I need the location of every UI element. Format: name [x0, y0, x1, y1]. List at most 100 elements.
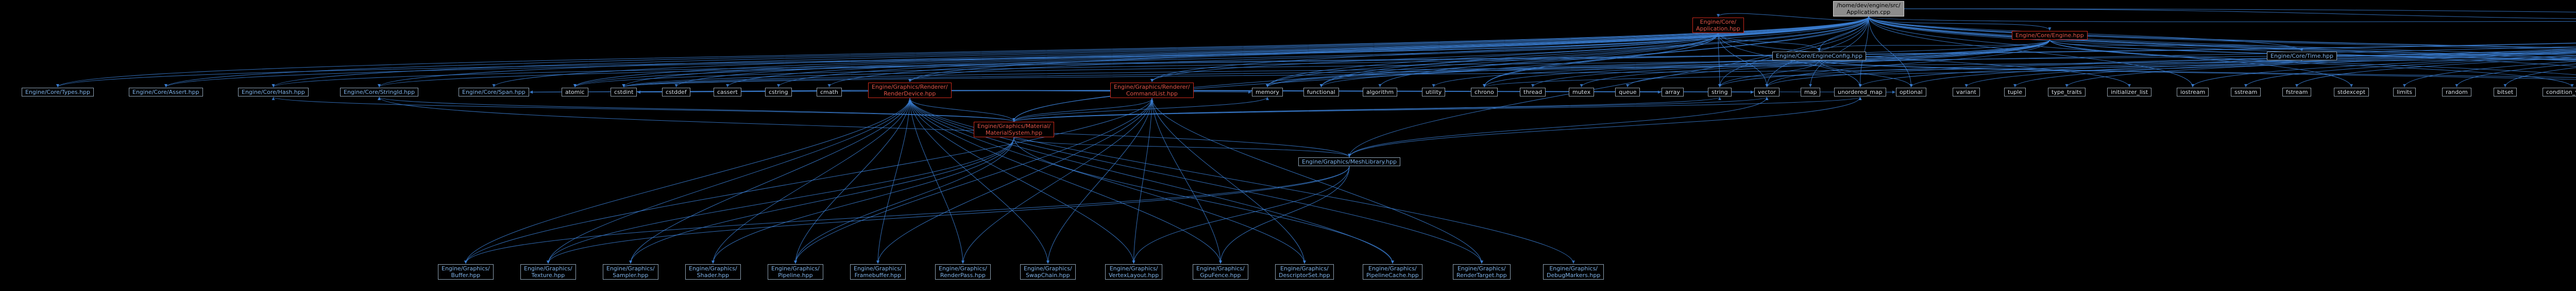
graph-node-map[interactable]: map — [1801, 88, 1821, 96]
graph-node-fstream[interactable]: fstream — [2282, 88, 2312, 96]
graph-node-t_span[interactable]: Engine/Core/Span.hpp — [459, 88, 529, 96]
graph-node-b7[interactable]: Engine/Graphics/RenderPass.hpp — [935, 264, 991, 280]
include-edge — [1266, 39, 2050, 88]
include-edge — [1151, 98, 1222, 264]
include-edge — [378, 96, 1014, 122]
graph-node-meshlib[interactable]: Engine/Graphics/MeshLibrary.hpp — [1298, 157, 1400, 166]
graph-node-config[interactable]: Engine/Core/EngineConfig.hpp — [1772, 52, 1866, 60]
graph-node-queue[interactable]: queue — [1615, 88, 1640, 96]
graph-node-stdexcept[interactable]: stdexcept — [2334, 88, 2369, 96]
graph-node-t_assert[interactable]: Engine/Core/Assert.hpp — [129, 88, 203, 96]
include-edge — [622, 60, 1820, 88]
graph-node-b5[interactable]: Engine/Graphics/Pipeline.hpp — [768, 264, 823, 280]
graph-node-sstream[interactable]: sstream — [2231, 88, 2261, 96]
include-edge — [2013, 52, 2576, 88]
graph-node-engine[interactable]: Engine/Core/Engine.hpp — [2012, 31, 2088, 40]
include-edge — [622, 53, 2576, 88]
graph-node-iostream[interactable]: iostream — [2177, 88, 2209, 96]
graph-node-app[interactable]: Engine/Core/Application.hpp — [1692, 18, 1744, 33]
include-edge — [909, 98, 1136, 264]
graph-node-traits[interactable]: type_traits — [2048, 88, 2086, 96]
include-edge — [1378, 33, 1719, 88]
graph-node-b9[interactable]: Engine/Graphics/VertexLayout.hpp — [1105, 264, 1163, 280]
include-edge — [464, 98, 1153, 264]
include-edge — [1868, 16, 2576, 22]
include-edge — [1013, 98, 1154, 122]
graph-node-b4[interactable]: Engine/Graphics/Shader.hpp — [685, 264, 741, 280]
include-edge — [1718, 33, 1821, 52]
graph-node-t_strid[interactable]: Engine/Core/StringId.hpp — [340, 88, 419, 96]
graph-node-matsys[interactable]: Engine/Graphics/Material/MaterialSystem.… — [974, 122, 1055, 137]
include-edge — [56, 16, 1869, 88]
graph-node-utility[interactable]: utility — [1422, 88, 1446, 96]
graph-node-condvar[interactable]: condition_variable — [2543, 88, 2576, 96]
graph-node-cmdlist[interactable]: Engine/Graphics/Renderer/CommandList.hpp — [1110, 83, 1194, 98]
graph-node-cstddef[interactable]: cstddef — [662, 88, 690, 96]
graph-node-optional[interactable]: optional — [1896, 88, 1926, 96]
graph-node-random[interactable]: random — [2442, 88, 2471, 96]
include-edge — [1483, 16, 1869, 88]
graph-node-time[interactable]: Engine/Core/Time.hpp — [2267, 52, 2337, 60]
include-edge — [909, 98, 1575, 264]
include-edge — [794, 137, 1014, 264]
graph-node-b6[interactable]: Engine/Graphics/Framebuffer.hpp — [850, 264, 906, 280]
graph-node-functional[interactable]: functional — [1303, 88, 1339, 96]
graph-node-chrono[interactable]: chrono — [1471, 88, 1498, 96]
include-edge — [1132, 98, 1153, 264]
graph-node-umap[interactable]: unordered_map — [1834, 88, 1886, 96]
graph-node-cassert[interactable]: cassert — [714, 88, 741, 96]
graph-node-vector[interactable]: vector — [1754, 88, 1780, 96]
include-edge — [2503, 67, 2576, 88]
include-edge — [2295, 57, 2576, 88]
include-edge — [909, 98, 1394, 264]
graph-node-algorithm[interactable]: algorithm — [1363, 88, 1398, 96]
graph-node-bitset[interactable]: bitset — [2494, 88, 2517, 96]
include-edge — [1819, 60, 1913, 88]
include-edge — [378, 16, 1869, 88]
graph-node-thread[interactable]: thread — [1520, 88, 1546, 96]
include-edge — [908, 98, 1014, 122]
graph-node-string[interactable]: string — [1708, 88, 1732, 96]
graph-node-b14[interactable]: Engine/Graphics/DebugMarkers.hpp — [1543, 264, 1604, 280]
include-edge — [909, 98, 1049, 264]
graph-node-mutex[interactable]: mutex — [1569, 88, 1595, 96]
include-edge — [1151, 98, 1306, 264]
graph-node-variant[interactable]: variant — [1953, 88, 1980, 96]
include-edge — [1868, 16, 2576, 56]
graph-node-b12[interactable]: Engine/Graphics/PipelineCache.hpp — [1363, 264, 1422, 280]
graph-node-b11[interactable]: Engine/Graphics/DescriptorSet.hpp — [1275, 264, 1334, 280]
include-edge — [164, 16, 1869, 88]
graph-node-b3[interactable]: Engine/Graphics/Sampler.hpp — [603, 264, 658, 280]
include-edge — [1432, 39, 2050, 88]
include-edge — [56, 33, 1719, 88]
graph-node-b1[interactable]: Engine/Graphics/Buffer.hpp — [438, 264, 494, 280]
graph-node-limits[interactable]: limits — [2393, 88, 2416, 96]
include-edge — [1219, 166, 1350, 264]
graph-node-array[interactable]: array — [1662, 88, 1684, 96]
include-edge — [2049, 39, 2576, 75]
graph-node-tuple[interactable]: tuple — [2004, 88, 2026, 96]
graph-node-t_types[interactable]: Engine/Core/Types.hpp — [22, 88, 94, 96]
graph-node-rdev[interactable]: Engine/Graphics/Renderer/RenderDevice.hp… — [868, 83, 952, 98]
include-edge — [1819, 60, 2576, 78]
graph-node-cstring[interactable]: cstring — [765, 88, 792, 96]
graph-node-t_hash[interactable]: Engine/Core/Hash.hpp — [238, 88, 309, 96]
include-edge — [1013, 137, 1351, 157]
graph-node-initlist[interactable]: initializer_list — [2107, 88, 2152, 96]
graph-node-cmath[interactable]: cmath — [817, 88, 842, 96]
include-edge — [1266, 46, 2576, 88]
include-edge — [1319, 39, 2050, 88]
include-edge — [2065, 53, 2576, 88]
graph-node-atomic[interactable]: atomic — [562, 88, 588, 96]
include-edge — [464, 98, 910, 264]
graph-node-b2[interactable]: Engine/Graphics/Texture.hpp — [520, 264, 576, 280]
include-edge — [2403, 61, 2576, 88]
include-edge — [1046, 98, 1153, 264]
graph-node-b10[interactable]: Engine/Graphics/GpuFence.hpp — [1193, 264, 1248, 280]
include-edge — [547, 166, 1350, 264]
graph-node-memory[interactable]: memory — [1252, 88, 1283, 96]
graph-node-cstdint[interactable]: cstdint — [611, 88, 637, 96]
graph-node-b13[interactable]: Engine/Graphics/RenderTarget.hpp — [1453, 264, 1511, 280]
graph-node-b8[interactable]: Engine/Graphics/SwapChain.hpp — [1020, 264, 1076, 280]
